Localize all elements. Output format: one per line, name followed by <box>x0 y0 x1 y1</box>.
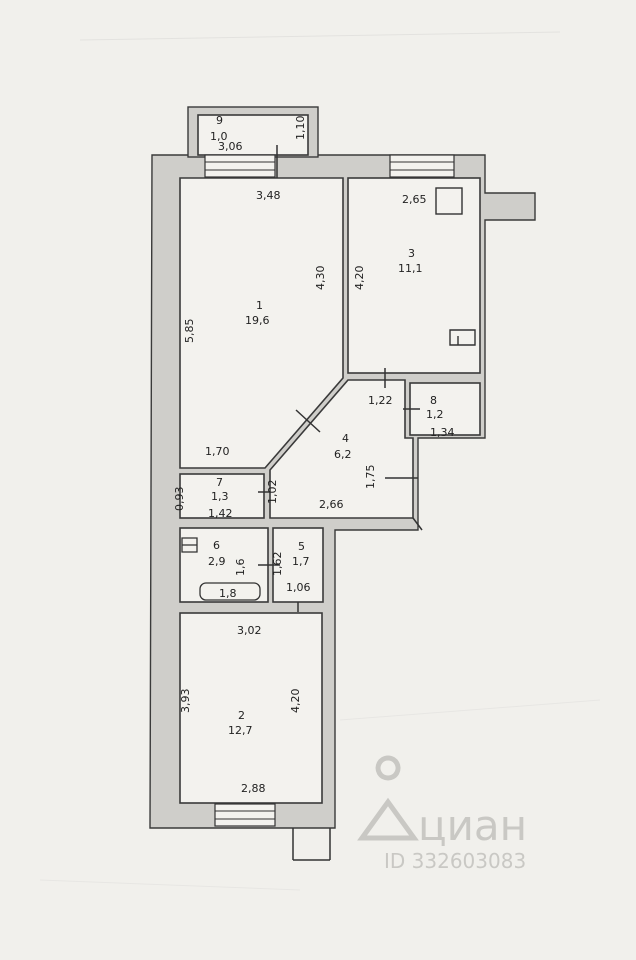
dim-room3-left: 4,20 <box>353 266 366 291</box>
room-4-number: 4 <box>342 432 349 445</box>
dim-room1-right: 4,30 <box>314 266 327 291</box>
dim-room7-height: 0,93 <box>173 487 186 512</box>
window-top-right <box>389 154 455 178</box>
dim-room1-left: 5,85 <box>183 319 196 344</box>
dim-hall-side: 1,75 <box>364 465 377 490</box>
room-5-outline <box>272 527 324 603</box>
cian-brand: циан <box>418 801 527 850</box>
cian-watermark: циан ID 332603083 <box>357 755 527 873</box>
room-2-number: 2 <box>238 709 245 722</box>
sink-icon <box>449 329 476 346</box>
dim-room1-bottom: 1,70 <box>205 445 230 458</box>
dim-room2-top: 3,02 <box>237 624 262 637</box>
room-7-number: 7 <box>216 476 223 489</box>
stove-icon <box>435 187 463 215</box>
dim-door-1-22: 1,22 <box>368 394 393 407</box>
room-2-outline <box>179 612 323 804</box>
stub-walls <box>292 517 423 861</box>
room-6-area: 2,9 <box>208 555 226 568</box>
room-5-area: 1,7 <box>292 555 310 568</box>
room-3-area: 11,1 <box>398 262 423 275</box>
dim-room3-top: 2,65 <box>402 193 427 206</box>
dim-room2-right: 4,20 <box>289 689 302 714</box>
room-2-area: 12,7 <box>228 724 253 737</box>
paper-texture <box>39 31 601 891</box>
room-5-number: 5 <box>298 540 305 553</box>
door-marks <box>258 145 420 612</box>
dim-room6-height: 1,6 <box>234 559 247 577</box>
dim-room8-width: 1,34 <box>430 426 455 439</box>
room-8-outline <box>409 382 481 436</box>
dim-bathtub: 1,8 <box>219 587 237 600</box>
cian-id: ID 332603083 <box>384 849 526 873</box>
dim-room7-width: 1,42 <box>208 507 233 520</box>
room-3-number: 3 <box>408 247 415 260</box>
room-labels: 9 1,0 1 19,6 3 11,1 4 6,2 8 1,2 7 1,3 6 … <box>208 114 444 737</box>
dimension-labels: 3,06 1,10 3,48 5,85 4,30 1,70 2,65 4,20 … <box>173 116 455 796</box>
room-1-area: 19,6 <box>245 314 270 327</box>
room-4-area: 6,2 <box>334 448 352 461</box>
room-9-area: 1,0 <box>210 130 228 143</box>
bathtub-icon <box>199 582 261 601</box>
wc-sink-icon <box>181 537 198 553</box>
cian-logo-icon <box>357 755 419 841</box>
dim-balcony-width: 3,06 <box>218 140 243 153</box>
dim-room1-top: 3,48 <box>256 189 281 202</box>
dim-room7-right: 1,02 <box>266 480 279 505</box>
dim-room2-bottom: 2,88 <box>241 782 266 795</box>
room-8-area: 1,2 <box>426 408 444 421</box>
room-6-number: 6 <box>213 539 220 552</box>
dim-hall-bottom: 2,66 <box>319 498 344 511</box>
room-8-number: 8 <box>430 394 437 407</box>
window-bottom <box>214 803 276 827</box>
room-1-outline <box>179 177 344 469</box>
window-top-left <box>204 154 276 178</box>
room-7-area: 1,3 <box>211 490 229 503</box>
dim-balcony-depth: 1,10 <box>294 116 307 141</box>
room-9-number: 9 <box>216 114 223 127</box>
dim-room5-width: 1,06 <box>286 581 311 594</box>
dim-room5-side: 1,62 <box>271 552 284 577</box>
room-7-outline <box>179 473 265 519</box>
dim-room2-left: 3,93 <box>179 689 192 714</box>
room-1-number: 1 <box>256 299 263 312</box>
